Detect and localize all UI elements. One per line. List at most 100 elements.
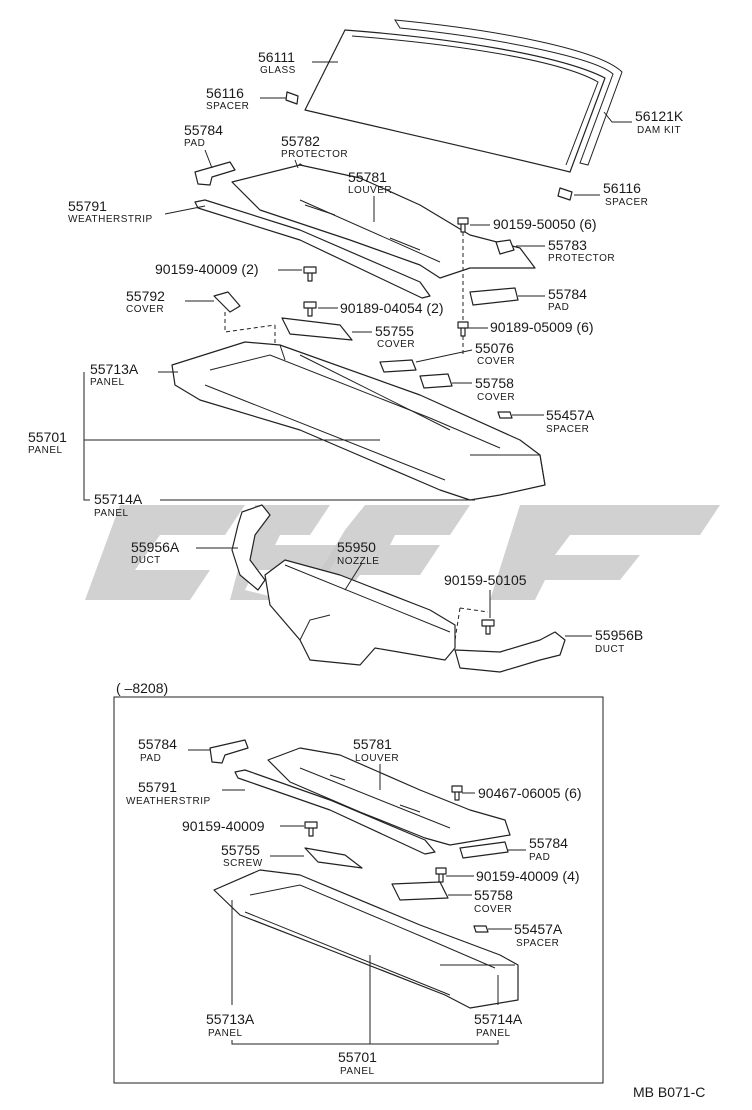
label-55792-pn: 55792 <box>126 288 165 304</box>
label-55783-name: PROTECTOR <box>548 253 615 264</box>
label-55714a2-name: PANEL <box>476 1028 511 1039</box>
label-90159-50050: 90159-50050 (6) <box>493 216 597 232</box>
label-55701a-pn: 55701 <box>28 429 67 445</box>
leader-lines-inset <box>188 749 526 1045</box>
label-55791a-name: WEATHERSTRIP <box>68 214 153 225</box>
label-90159-40009b: 90159-40009 <box>182 818 265 834</box>
label-55956a-name: DUCT <box>131 555 161 566</box>
label-55784b-name: PAD <box>548 302 569 313</box>
label-90189-04054: 90189-04054 (2) <box>340 300 444 316</box>
bolt-90159-40009-c <box>435 867 447 883</box>
weatherstrip-55791-b <box>234 769 436 855</box>
callout-labels: 56111 GLASS 56116 SPACER 56121K DAM KIT … <box>28 49 705 1100</box>
spacer-56116-b <box>557 187 573 201</box>
cover-55758-a <box>419 373 453 389</box>
label-55755a-name: COVER <box>377 339 415 350</box>
guide-line-c <box>454 607 489 641</box>
label-55956b-pn: 55956B <box>595 627 643 643</box>
duct-55956a <box>231 504 271 591</box>
bolt-90159-40009-b <box>304 821 318 837</box>
label-55755b-pn: 55755 <box>221 842 260 858</box>
pad-55784-c <box>209 739 249 764</box>
label-55784d-pn: 55784 <box>529 835 568 851</box>
label-55950-pn: 55950 <box>337 539 376 555</box>
label-55758b-pn: 55758 <box>474 887 513 903</box>
label-55784c-pn: 55784 <box>138 736 177 752</box>
label-56116a-name: SPACER <box>206 101 249 112</box>
label-55781a-name: LOUVER <box>348 185 392 196</box>
protector-55783 <box>495 239 515 255</box>
label-55784a-name: PAD <box>184 138 205 149</box>
label-55758b-name: COVER <box>474 904 512 915</box>
label-55791a-pn: 55791 <box>68 198 107 214</box>
label-55701b-name: PANEL <box>340 1066 375 1077</box>
label-55076-pn: 55076 <box>475 340 514 356</box>
label-55782-name: PROTECTOR <box>281 149 348 160</box>
label-55755b-name: SCREW <box>223 858 263 869</box>
label-56116a-pn: 56116 <box>206 85 244 101</box>
label-55076-name: COVER <box>477 356 515 367</box>
label-90467-06005: 90467-06005 (6) <box>478 785 582 801</box>
label-55784d-name: PAD <box>529 852 550 863</box>
bolt-90159-50050 <box>457 217 469 233</box>
label-55713a2-name: PANEL <box>208 1028 243 1039</box>
panel-55701-a <box>171 341 546 501</box>
label-55956a-pn: 55956A <box>131 539 180 555</box>
spacer-55457a-b <box>473 925 489 933</box>
watermark-logo <box>85 505 720 600</box>
label-55781b-pn: 55781 <box>353 736 392 752</box>
label-55457a2-name: SPACER <box>516 938 559 949</box>
weatherstrip-55791-a <box>194 199 431 299</box>
label-55758a-pn: 55758 <box>475 375 514 391</box>
label-55783-pn: 55783 <box>548 237 587 253</box>
label-56121k-name: DAM KIT <box>637 125 681 136</box>
bolt-90159-50105 <box>481 619 495 635</box>
cover-55755-a <box>281 317 353 341</box>
screw-55755 <box>304 847 363 869</box>
inset-frame <box>113 696 604 1084</box>
label-55714a2-pn: 55714A <box>474 1011 523 1027</box>
label-90159-40009a: 90159-40009 (2) <box>155 261 259 277</box>
label-55784c-name: PAD <box>140 753 161 764</box>
label-55792-name: COVER <box>126 304 164 315</box>
louver-55781-b <box>267 747 511 846</box>
diagram-code: MB B071-C <box>633 1084 705 1100</box>
label-55781a-pn: 55781 <box>348 169 387 185</box>
label-90159-50105: 90159-50105 <box>444 572 527 588</box>
label-55714a1-pn: 55714A <box>94 491 143 507</box>
label-56116b-pn: 56116 <box>603 180 641 196</box>
label-56121k-pn: 56121K <box>635 108 684 124</box>
dam-kit-part <box>394 19 623 166</box>
label-55457a2-pn: 55457A <box>514 921 563 937</box>
label-55791b-pn: 55791 <box>138 779 177 795</box>
cover-55792 <box>213 291 241 313</box>
pad-55784-b <box>469 287 519 306</box>
label-55758a-name: COVER <box>477 392 515 403</box>
nozzle-55950 <box>264 559 456 666</box>
pad-55784-d <box>459 841 509 859</box>
label-55701a-name: PANEL <box>28 445 63 456</box>
label-55956b-name: DUCT <box>595 644 625 655</box>
pad-55784-a <box>194 161 236 186</box>
panel-55701-b <box>213 869 519 1009</box>
label-55457a1-name: SPACER <box>546 424 589 435</box>
label-55782-pn: 55782 <box>281 133 320 149</box>
bolt-90159-40009-a <box>303 266 317 282</box>
label-55701b-pn: 55701 <box>338 1049 377 1065</box>
cover-55076 <box>379 359 417 373</box>
inset-title: ( –8208) <box>116 680 168 696</box>
label-55791b-name: WEATHERSTRIP <box>126 796 211 807</box>
duct-55956b <box>454 631 566 673</box>
bolt-90189-04054 <box>303 301 317 317</box>
label-55713a1-pn: 55713A <box>90 361 139 377</box>
spacer-55457a-a <box>497 411 513 419</box>
label-55713a2-pn: 55713A <box>206 1011 255 1027</box>
bolt-90467-06005 <box>451 785 463 801</box>
label-56116b-name: SPACER <box>605 197 648 208</box>
label-55784b-pn: 55784 <box>548 286 587 302</box>
label-55755a-pn: 55755 <box>375 323 414 339</box>
bolt-90189-05009 <box>457 321 469 337</box>
label-90159-40009c: 90159-40009 (4) <box>476 868 580 884</box>
label-55784a-pn: 55784 <box>184 122 223 138</box>
label-55713a1-name: PANEL <box>90 377 125 388</box>
